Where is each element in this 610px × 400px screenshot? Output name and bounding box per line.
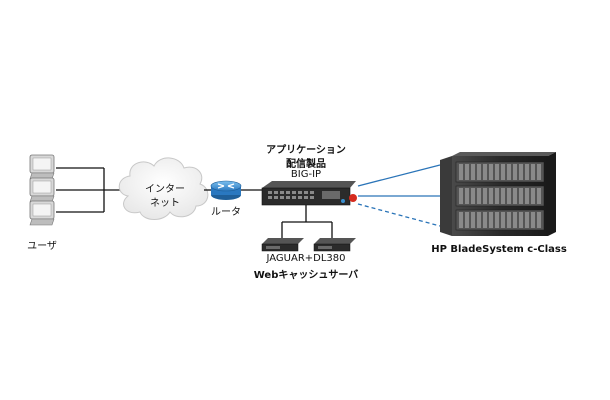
internet-label-line1: インター bbox=[145, 184, 185, 195]
bigip-appliance-icon bbox=[261, 181, 356, 206]
f5-logo-icon bbox=[349, 194, 357, 202]
cache-server-icon bbox=[313, 238, 356, 252]
user-pc-icon bbox=[29, 154, 55, 180]
router-label: ルータ bbox=[211, 207, 241, 218]
internet-label-line2: ネット bbox=[150, 198, 180, 209]
router-icon bbox=[210, 180, 242, 200]
cache-links bbox=[281, 205, 333, 238]
bigip-label-line1: アプリケーション bbox=[266, 145, 346, 156]
user-pc-icon bbox=[29, 200, 55, 226]
bigip-label-line2: 配信製品 bbox=[286, 159, 326, 170]
blade-links bbox=[357, 164, 441, 227]
users-label: ユーザ bbox=[27, 241, 57, 252]
cache-label-line1: JAGUAR+DL380 bbox=[266, 253, 346, 264]
blade-system-label: HP BladeSystem c-Class bbox=[431, 244, 567, 255]
user-pc-icon bbox=[29, 177, 55, 203]
cache-server-icon bbox=[261, 238, 304, 252]
bigip-label-line3: BIG-IP bbox=[290, 169, 322, 180]
internet-cloud-icon bbox=[118, 157, 209, 220]
user-connection-lines bbox=[56, 167, 128, 213]
blade-system-rack-icon bbox=[440, 152, 556, 236]
cache-label-line2: Webキャッシュサーバ bbox=[253, 270, 359, 281]
